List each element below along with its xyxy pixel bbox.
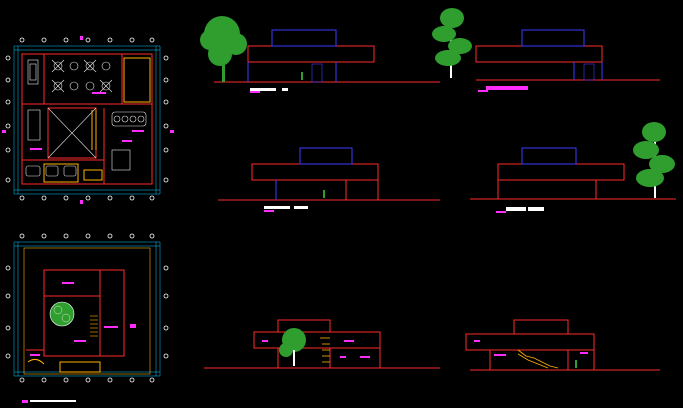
roof-grid-lines <box>13 241 161 377</box>
human-figure-icon <box>575 360 577 368</box>
elevation-roof-volume <box>271 29 337 47</box>
elevation-title-bar <box>250 88 276 91</box>
roof-axis-bubbles-top <box>19 233 155 239</box>
elevation-front[interactable] <box>200 16 440 93</box>
roof-outline <box>23 247 151 375</box>
elevation-right[interactable] <box>470 122 676 213</box>
elevation-roof-volume <box>521 147 577 165</box>
door <box>311 63 323 83</box>
roof-tree-icon <box>49 301 75 327</box>
plan-grid-lines <box>13 45 161 195</box>
plan-timber <box>43 57 151 183</box>
elevation-scale <box>528 207 544 211</box>
section-labels <box>474 340 588 356</box>
elevation-scale <box>294 206 308 209</box>
elevation-roof-volume <box>521 29 585 47</box>
axis-bubbles-top <box>19 37 155 43</box>
stair-icon <box>517 349 559 369</box>
axis-bubbles-bottom <box>19 195 155 201</box>
elevation-label <box>496 211 506 213</box>
section-markers <box>2 36 174 204</box>
roof-axis-bubbles-left <box>5 265 11 359</box>
elevation-scale <box>282 88 288 91</box>
section-walls <box>253 319 381 369</box>
elevation-lower-volume <box>345 179 379 201</box>
stair-icon <box>320 337 330 363</box>
roof-axis-bubbles-bottom <box>19 377 155 383</box>
roof-timber <box>27 358 101 373</box>
plan-furniture <box>25 59 147 177</box>
human-figure-icon <box>301 72 303 80</box>
stair-icon <box>90 315 98 337</box>
roof-plan-title-bar <box>30 400 76 402</box>
elevation-label <box>250 91 260 93</box>
door <box>583 63 595 81</box>
section-b[interactable] <box>465 319 660 371</box>
tree-icon <box>200 16 247 82</box>
tree-icon <box>279 328 306 366</box>
roof-axis-bubbles-right <box>163 265 169 359</box>
elevation-label <box>478 90 488 92</box>
section-walls <box>465 319 595 371</box>
section-a[interactable] <box>204 319 440 369</box>
roof-walls <box>26 269 125 357</box>
axis-bubbles-right <box>163 55 169 183</box>
conifer-tree-icon <box>633 122 675 198</box>
elevation-title-bar <box>486 86 528 90</box>
roof-labels <box>22 282 136 403</box>
elevation-label <box>264 210 274 212</box>
elevation-title-bar <box>506 207 526 211</box>
elevation-title-bar <box>264 206 290 209</box>
section-labels <box>262 340 370 358</box>
elevation-rear[interactable] <box>432 8 660 92</box>
ground-floor-plan[interactable] <box>2 36 174 204</box>
human-figure-icon <box>323 190 325 198</box>
axis-bubbles-left <box>5 55 11 183</box>
conifer-tree-icon <box>432 8 472 78</box>
elevation-roof-volume <box>299 147 353 165</box>
elevation-left[interactable] <box>218 147 440 212</box>
plan-room-labels <box>30 92 144 150</box>
roof-plan[interactable] <box>5 233 169 403</box>
elevation-lower-volume <box>497 179 597 200</box>
